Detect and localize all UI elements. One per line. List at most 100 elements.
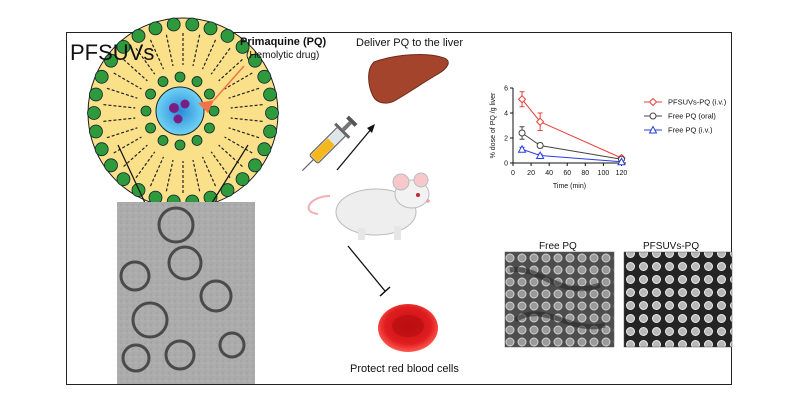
y-tick-label: 0 bbox=[504, 161, 508, 168]
lipid-tail bbox=[135, 47, 156, 75]
data-point bbox=[648, 97, 658, 107]
drug-molecule bbox=[169, 103, 179, 113]
deliver-caption: Deliver PQ to the liver bbox=[356, 37, 463, 49]
lipid-head bbox=[89, 124, 103, 139]
legend-label: PFSUVs-PQ (i.v.) bbox=[668, 98, 727, 107]
lipid-head bbox=[204, 88, 215, 100]
lipid-head bbox=[87, 106, 101, 120]
drug-name-label: Primaquine (PQ) bbox=[240, 36, 327, 48]
lipid-head bbox=[174, 139, 186, 151]
data-point bbox=[518, 129, 526, 137]
lipid-tail bbox=[123, 144, 148, 167]
lipid-head bbox=[145, 122, 156, 134]
mouse-icon bbox=[307, 172, 430, 240]
micrograph-free-pq bbox=[504, 251, 615, 348]
lipid-head bbox=[203, 21, 218, 36]
lipid-head bbox=[248, 53, 262, 68]
lipid-head bbox=[220, 29, 235, 43]
lipid-tail bbox=[103, 104, 136, 109]
lipid-tail bbox=[218, 59, 243, 82]
lipid-head bbox=[89, 87, 103, 102]
drug-callout-line bbox=[213, 65, 245, 101]
lipid-head bbox=[257, 69, 272, 84]
drug-molecule bbox=[180, 99, 190, 109]
data-point bbox=[517, 95, 527, 104]
drug-pointer bbox=[198, 100, 214, 113]
data-point bbox=[649, 112, 657, 120]
lipid-tail bbox=[113, 136, 142, 154]
arrow-to-liver bbox=[336, 124, 375, 171]
y-tick-label: 4 bbox=[504, 111, 508, 118]
lipid-head bbox=[248, 158, 262, 173]
lipid-head bbox=[94, 69, 109, 84]
lipid-head bbox=[166, 17, 181, 32]
lipid-tail bbox=[123, 59, 148, 82]
lipid-tail bbox=[224, 72, 253, 90]
lipid-head bbox=[157, 135, 169, 146]
legend-label: Free PQ (oral) bbox=[668, 112, 716, 121]
liver-icon bbox=[368, 54, 449, 104]
lipid-tail bbox=[201, 156, 217, 187]
lipid-head bbox=[145, 88, 156, 100]
lipid-tail bbox=[228, 87, 260, 99]
lipid-tail bbox=[165, 34, 174, 67]
lipid-tail bbox=[192, 34, 201, 67]
lipid-head bbox=[104, 158, 118, 173]
lipid-head bbox=[263, 124, 277, 139]
lipid-tail bbox=[230, 104, 263, 109]
lipid-tail bbox=[165, 159, 174, 192]
lipid-head bbox=[235, 39, 250, 54]
vesicle-diagram bbox=[87, 17, 279, 209]
x-tick-label: 100 bbox=[598, 170, 610, 177]
lipid-head bbox=[204, 122, 215, 134]
lipid-head bbox=[140, 105, 152, 117]
series-1: Free PQ (oral) bbox=[518, 112, 716, 163]
lipid-head bbox=[116, 39, 131, 54]
lipid-tail bbox=[201, 39, 217, 70]
lipid-tail bbox=[149, 39, 165, 70]
micrograph-pfsuvs-pq bbox=[623, 251, 733, 348]
lipid-head bbox=[220, 183, 235, 197]
data-point bbox=[535, 150, 545, 159]
series-2: Free PQ (i.v.) bbox=[517, 125, 713, 166]
lipid-head bbox=[265, 106, 279, 120]
y-tick-label: 2 bbox=[504, 136, 508, 143]
x-tick-label: 40 bbox=[545, 170, 553, 177]
lipid-tail bbox=[192, 159, 201, 192]
lipid-tail bbox=[230, 117, 263, 122]
protect-caption: Protect red blood cells bbox=[350, 363, 459, 375]
figure-title: PFSUVs bbox=[70, 40, 155, 65]
lipid-head bbox=[174, 71, 186, 83]
syringe-icon bbox=[301, 115, 358, 172]
data-point bbox=[535, 117, 545, 126]
data-point bbox=[617, 157, 626, 166]
lipid-tail bbox=[218, 144, 243, 167]
lipid-head bbox=[116, 172, 131, 187]
lipid-tail bbox=[113, 72, 142, 90]
lipid-head bbox=[208, 105, 220, 117]
legend-label: Free PQ (i.v.) bbox=[668, 126, 713, 135]
lipid-tail bbox=[210, 151, 231, 179]
drug-description-label: (Hemolytic drug) bbox=[246, 50, 320, 61]
lipid-head bbox=[257, 142, 272, 157]
x-tick-label: 80 bbox=[581, 170, 589, 177]
lipid-tail bbox=[224, 136, 253, 154]
x-axis-label: Time (min) bbox=[553, 183, 586, 190]
micrograph-free-pq-title: Free PQ bbox=[539, 241, 577, 252]
lipid-tail bbox=[106, 87, 138, 99]
lipid-head bbox=[131, 29, 146, 43]
lipid-head bbox=[263, 87, 277, 102]
data-point bbox=[536, 142, 544, 149]
lipid-head bbox=[148, 21, 163, 36]
micrograph-pfsuvs-pq-title: PFSUVs-PQ bbox=[643, 241, 700, 252]
lipid-head bbox=[191, 76, 203, 87]
x-tick-label: 60 bbox=[563, 170, 571, 177]
lipid-tail bbox=[135, 151, 156, 179]
y-axis-label: % dose of PQ /g liver bbox=[490, 92, 497, 158]
lipid-head bbox=[191, 135, 203, 146]
lipid-tail bbox=[228, 127, 260, 139]
lipid-tail bbox=[106, 127, 138, 139]
red-blood-cell-icon bbox=[378, 304, 438, 352]
